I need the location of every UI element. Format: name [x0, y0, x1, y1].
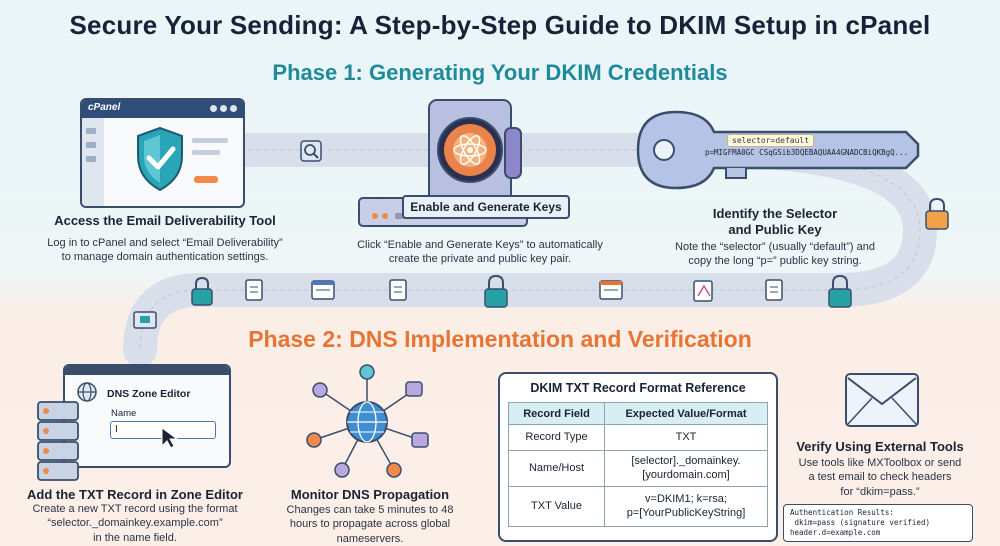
globe-icon [77, 382, 97, 402]
step3-desc: Note the “selector” (usually “default”) … [675, 241, 875, 268]
document-icon [245, 279, 263, 301]
search-icon [300, 140, 322, 162]
main-title: Secure Your Sending: A Step-by-Step Guid… [69, 10, 931, 40]
globe-network-icon [306, 364, 429, 478]
step1-title: Access the Email Deliverability Tool [54, 213, 276, 228]
lock-icon [191, 276, 213, 306]
step4-desc: Create a new TXT record using the format… [32, 503, 238, 544]
reference-title: DKIM TXT Record Format Reference [530, 381, 746, 395]
enable-generate-keys-button[interactable]: Enable and Generate Keys [402, 195, 570, 219]
document-icon [311, 280, 335, 300]
dns-zone-editor-window [63, 364, 231, 468]
document-icon [599, 280, 623, 300]
table-row: TXT Value v=DKIM1; k=rsa;p=[YourPublicKe… [508, 486, 768, 527]
phase1-title: Phase 1: Generating Your DKIM Credential… [272, 60, 728, 85]
selector-label: selector=default [727, 134, 815, 147]
shield-check-icon [86, 126, 228, 192]
step2-desc: Click “Enable and Generate Keys” to auto… [357, 239, 603, 266]
document-icon [765, 279, 783, 301]
dns-zone-editor-title: DNS Zone Editor [107, 388, 191, 400]
envelope-icon [845, 373, 919, 427]
table-row: Record Type TXT [508, 424, 768, 451]
cursor-icon [161, 427, 179, 449]
lock-icon [925, 197, 949, 230]
public-key-string: p=MIGFMA0GC CSqGSib3DQEBAQUAA4GNADCBiQKB… [705, 148, 909, 157]
key-icon [636, 110, 920, 190]
step6-desc: Use tools like MXToolbox or send a test … [798, 457, 962, 498]
atom-icon [453, 135, 487, 165]
step6-title: Verify Using External Tools [796, 439, 964, 454]
step5-desc: Changes can take 5 minutes to 48 hours t… [286, 504, 454, 545]
cpanel-logo: cPanel [88, 102, 121, 113]
document-icon [389, 279, 407, 301]
reference-table: Record Field Expected Value/Format Recor… [508, 402, 768, 527]
document-icon [133, 311, 157, 329]
phase2-title: Phase 2: DNS Implementation and Verifica… [248, 326, 752, 352]
server-rack-icon [37, 401, 79, 481]
step5-title: Monitor DNS Propagation [290, 487, 450, 502]
document-icon [693, 280, 713, 302]
step1-desc: Log in to cPanel and select “Email Deliv… [47, 237, 283, 264]
dns-name-label: Name [111, 408, 137, 419]
table-header: Record Field [508, 402, 605, 425]
lock-icon [828, 274, 852, 308]
step4-title: Add the TXT Record in Zone Editor [27, 487, 243, 502]
lock-icon [484, 274, 508, 308]
step3-title: Identify the Selector and Public Key [712, 206, 838, 238]
authentication-results: Authentication Results: dkim=pass (signa… [783, 504, 973, 542]
table-header: Expected Value/Format [604, 402, 768, 425]
table-row: Name/Host [selector]._domainkey.[yourdom… [508, 450, 768, 487]
